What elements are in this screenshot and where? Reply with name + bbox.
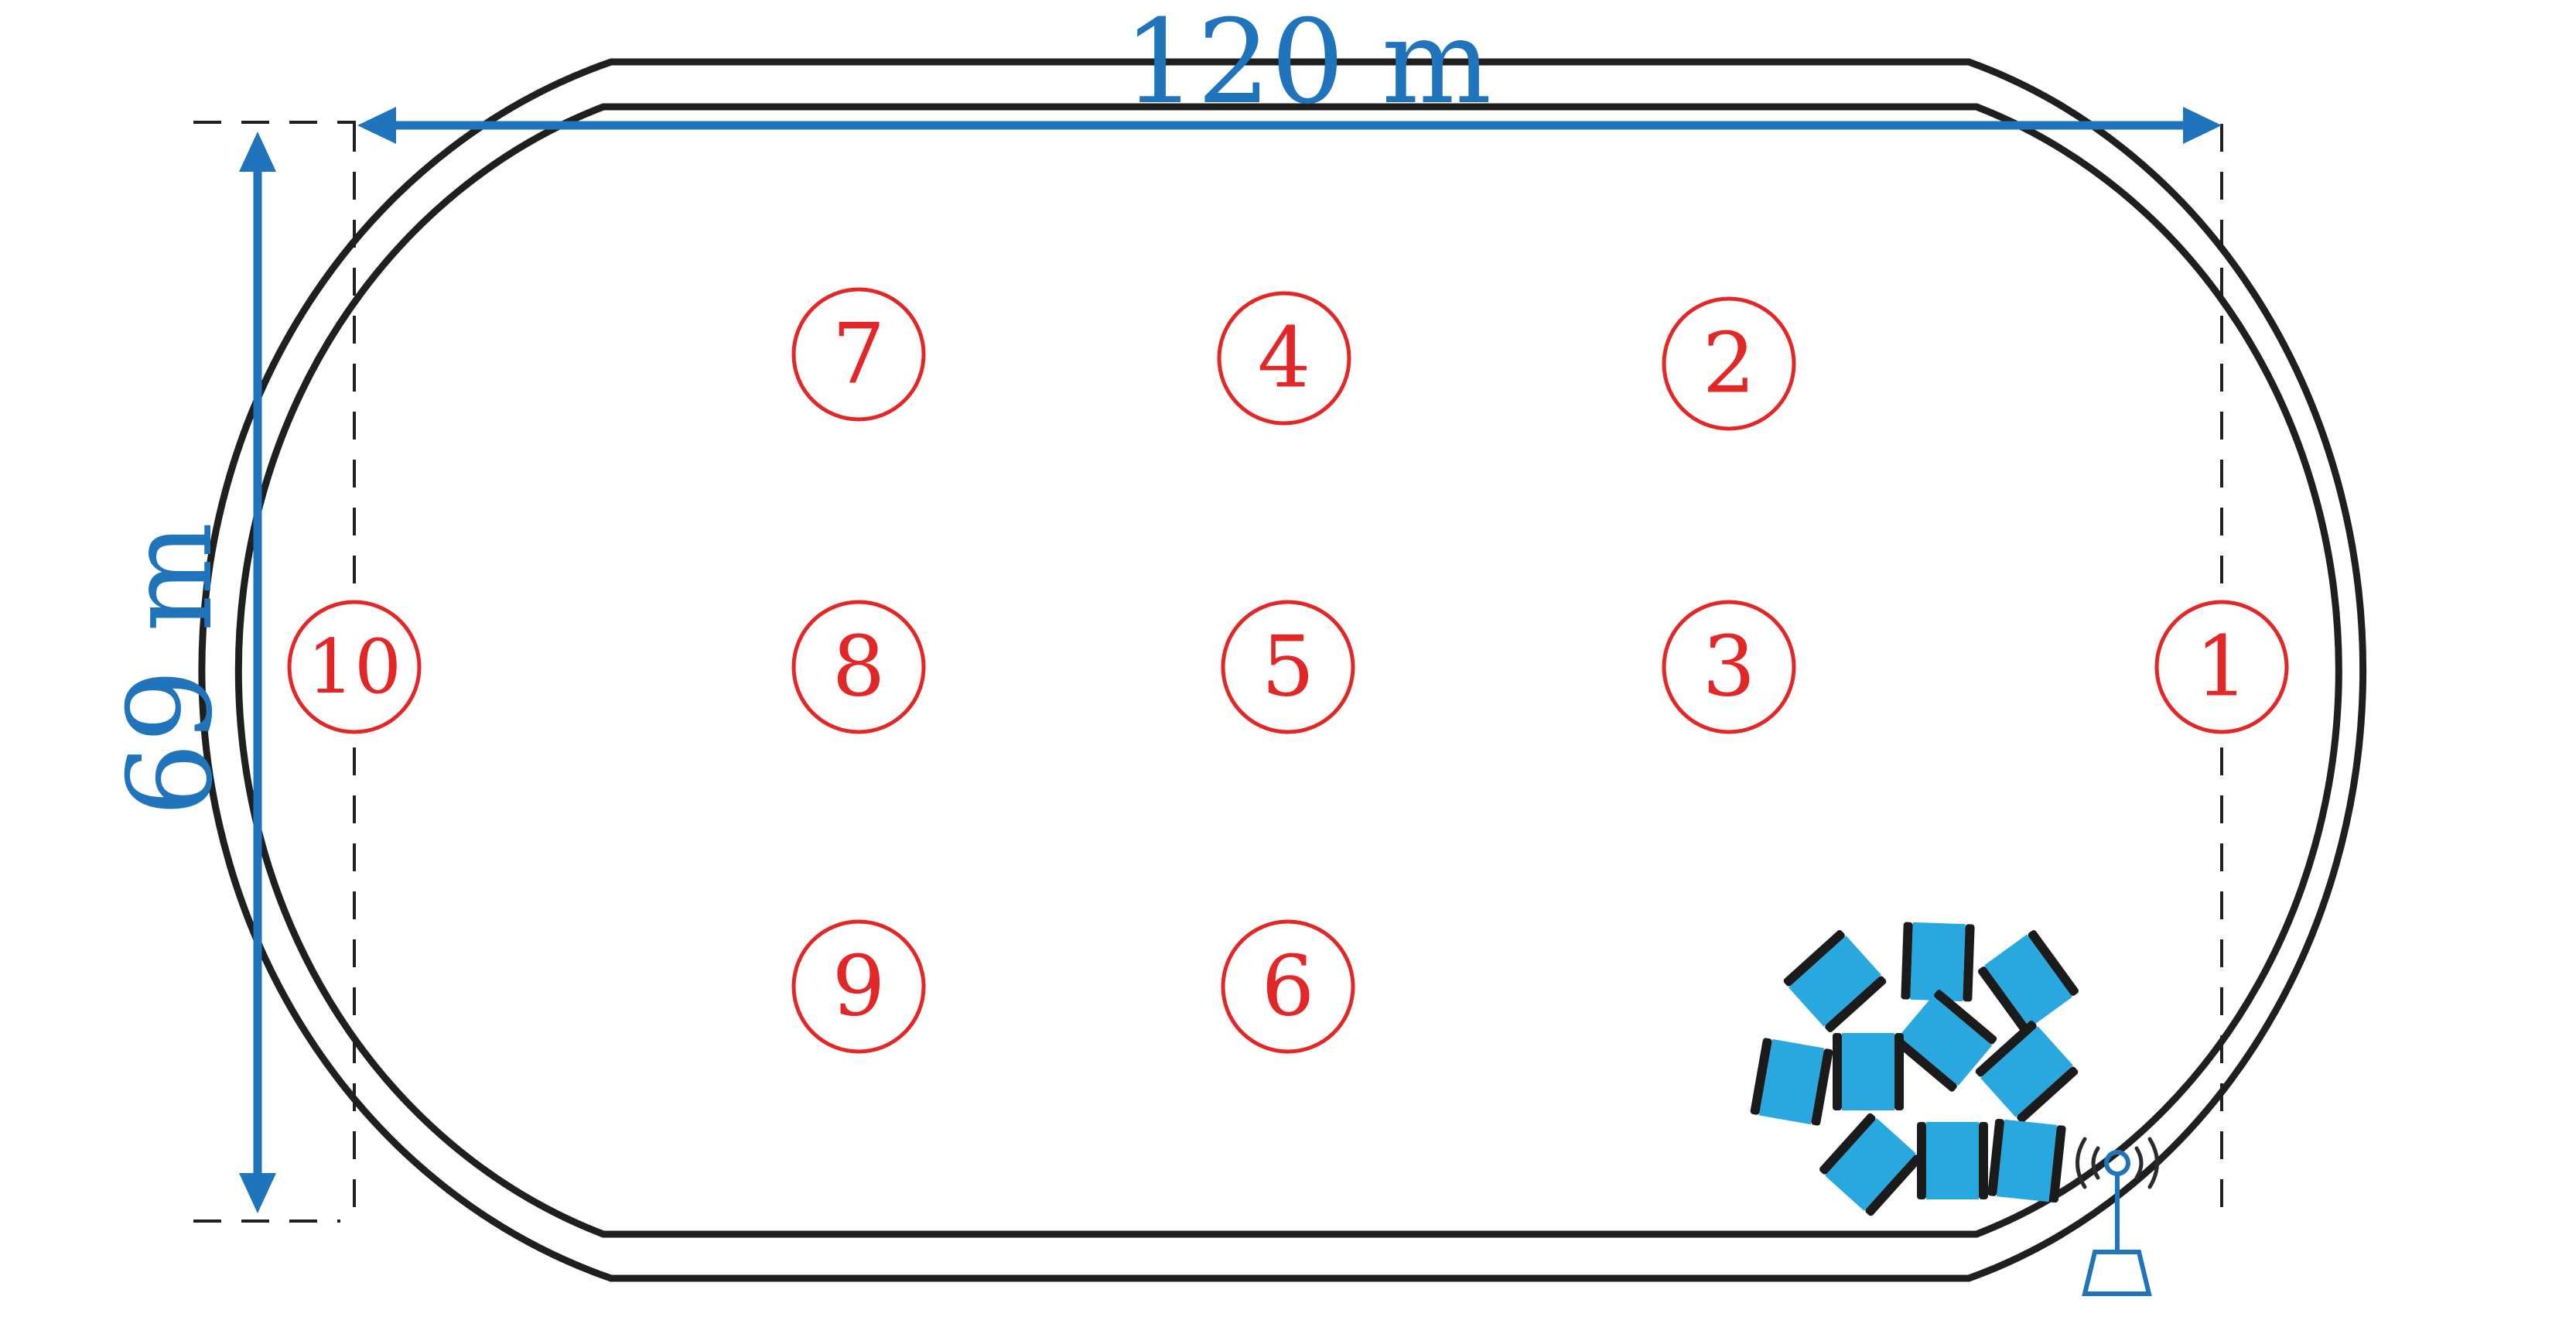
position-7-label: 7 [832, 306, 886, 403]
signal-wave-left-inner [2091, 1146, 2100, 1180]
position-9: 9 [791, 919, 926, 1054]
position-9-circle [791, 919, 926, 1054]
position-6-label: 6 [1262, 939, 1315, 1035]
robot-swarm [1750, 922, 2079, 1216]
robot-icon [1901, 922, 1975, 1002]
position-8-label: 8 [832, 619, 886, 716]
position-10: 10 [287, 600, 422, 734]
position-2-circle [1662, 296, 1796, 431]
position-10-label: 10 [307, 624, 401, 710]
height-arrow-bottom-head [239, 1173, 276, 1213]
track-outer-line [198, 58, 2367, 1282]
position-9-label: 9 [832, 939, 886, 1035]
position-8-circle [791, 600, 926, 734]
position-4-label: 4 [1258, 310, 1311, 407]
position-7-circle [791, 287, 926, 422]
width-arrow-left-head [357, 107, 396, 144]
robot-icon [1975, 1021, 2079, 1123]
position-2-label: 2 [1703, 316, 1756, 412]
robot-icon [1750, 1038, 1833, 1126]
position-3-circle [1662, 600, 1796, 734]
position-1-label: 1 [2195, 619, 2249, 716]
position-8: 8 [791, 600, 926, 734]
width-arrow-right-head [2183, 107, 2222, 144]
width-dimension: 120 m [357, 0, 2222, 144]
position-1-circle [2154, 600, 2289, 734]
height-arrow-top-head [239, 132, 276, 172]
track-inner-line [234, 103, 2342, 1238]
robot-icon [1917, 1122, 1988, 1199]
position-3: 3 [1662, 600, 1796, 734]
robot-icon [1819, 1113, 1922, 1216]
robot-icon [1977, 930, 2079, 1032]
signal-wave-right-outer [2147, 1137, 2159, 1189]
robot-icon [1833, 1033, 1904, 1110]
position-5-circle [1221, 600, 1355, 734]
position-1: 1 [2154, 600, 2289, 734]
signal-wave-right-inner [2134, 1146, 2144, 1180]
robot-icon [1987, 1118, 2066, 1203]
height-label: 69 m [104, 522, 238, 817]
access-point-antenna-tip [2104, 1150, 2130, 1176]
position-5: 5 [1221, 600, 1355, 734]
position-7: 7 [791, 287, 926, 422]
width-label: 120 m [1123, 0, 1491, 130]
robot-icon [1783, 930, 1887, 1032]
signal-wave-left-outer [2075, 1137, 2087, 1189]
position-6-circle [1221, 919, 1355, 1054]
position-5-label: 5 [1262, 619, 1315, 716]
robot-icon [1894, 990, 1997, 1092]
position-3-label: 3 [1703, 619, 1756, 716]
wifi-access-point-icon [2075, 1137, 2159, 1296]
access-point-base [2082, 1250, 2152, 1296]
position-2: 2 [1662, 296, 1796, 431]
position-6: 6 [1221, 919, 1355, 1054]
position-4-circle [1217, 291, 1351, 426]
height-dimension: 69 m [104, 132, 276, 1213]
position-10-circle [287, 600, 422, 734]
position-4: 4 [1217, 291, 1351, 426]
